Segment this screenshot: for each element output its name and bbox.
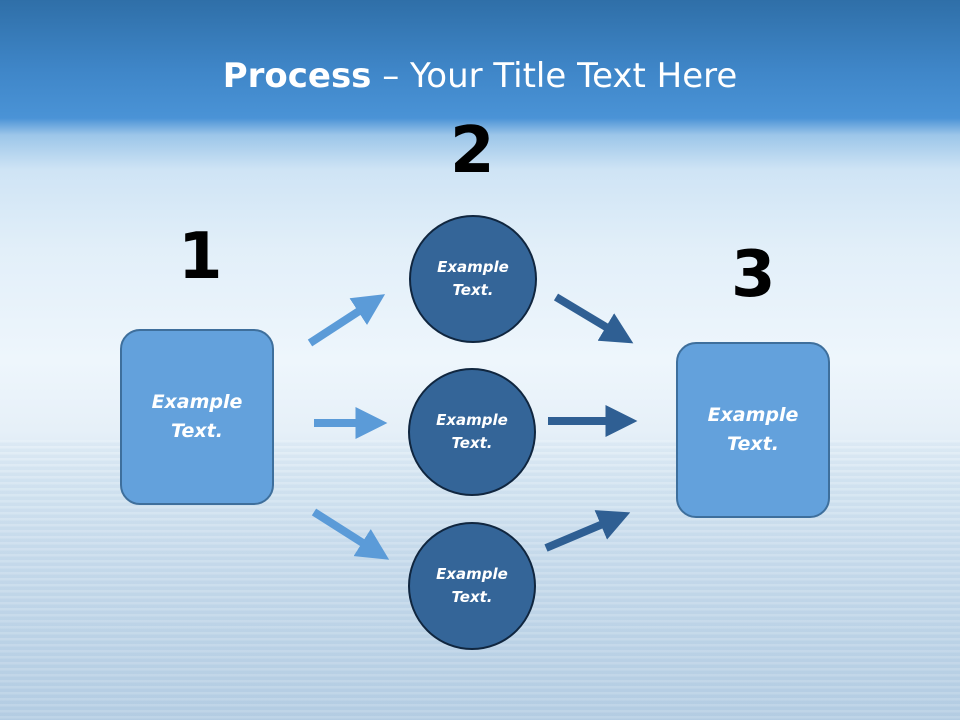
arrow-circle-bottom-to-box3 <box>544 510 631 552</box>
title-rest: – Your Title Text Here <box>371 56 738 96</box>
arrow-circle-top-to-box3 <box>553 293 634 344</box>
circle-top-text-line1: Example <box>437 258 509 276</box>
slide-title: Process – Your Title Text Here <box>0 56 960 96</box>
arrow-box1-to-circle-bottom <box>311 508 390 560</box>
circle-bottom-text-line2: Text. <box>451 588 493 606</box>
step-number-2: 2 <box>450 114 495 188</box>
step-3-text-line1: Example <box>707 404 799 426</box>
step-1-text-line2: Text. <box>171 420 223 442</box>
circle-middle-text-line2: Text. <box>451 434 493 452</box>
title-bold: Process <box>222 56 372 96</box>
step-1-text-line1: Example <box>151 391 243 413</box>
step-number-1: 1 <box>178 220 223 294</box>
circle-middle-text-line1: Example <box>436 411 508 429</box>
circle-bottom-text-line1: Example <box>436 565 508 583</box>
step-3-text-line2: Text. <box>727 433 779 455</box>
step-number-3: 3 <box>731 238 776 312</box>
circle-top-text-line2: Text. <box>452 281 494 299</box>
arrow-box1-to-circle-top <box>307 294 386 347</box>
